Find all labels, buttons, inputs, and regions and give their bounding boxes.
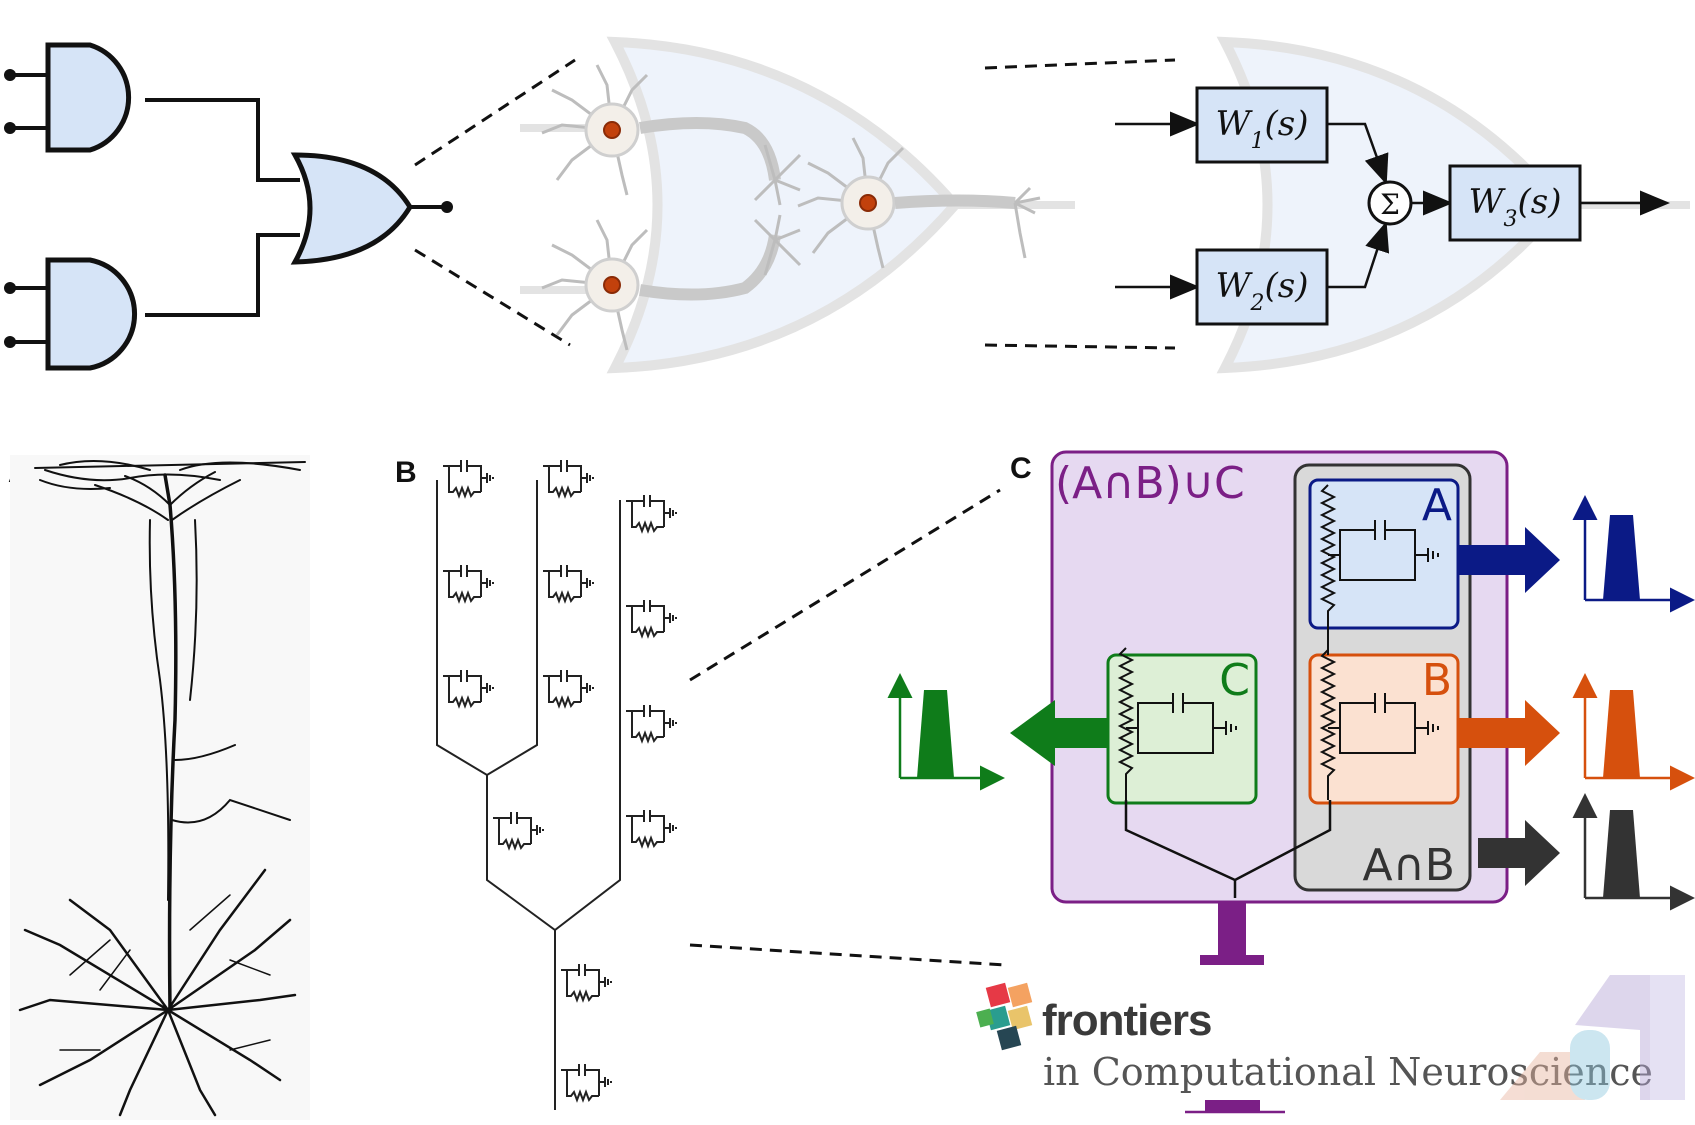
panel-c-tag: C (1010, 452, 1032, 485)
logic-circuit (4, 42, 576, 371)
logo-cubes-icon (976, 982, 1033, 1051)
w1-block (1195, 86, 1329, 164)
logo-journal: in Computational Neuroscience (1043, 1050, 1653, 1094)
arrow-b (1458, 700, 1560, 766)
arrow-ab (1478, 820, 1560, 886)
pulse-plot-b (1572, 673, 1695, 791)
w3-label: W3(s) (1469, 182, 1562, 232)
arrow-a (1458, 527, 1560, 593)
box-a-label: A (1422, 480, 1452, 531)
w1-label: W1(s) (1216, 104, 1309, 154)
transfer-function-gate: W1(s) W2(s) Σ W3(s) (1115, 36, 1690, 374)
neuron-drawing (18, 460, 306, 1117)
or-gate (290, 152, 453, 265)
logo-brand: frontiers (1042, 996, 1211, 1045)
panel-b: B (395, 456, 1006, 1110)
and-gate-top (4, 42, 132, 153)
and-gate-bottom (4, 257, 137, 371)
pulse-plot-union (1185, 1100, 1285, 1114)
neuron-2 (541, 214, 802, 351)
pulse-plot-c (887, 673, 1005, 791)
panel-b-tag: B (395, 456, 417, 489)
panel-a: A (8, 455, 310, 1120)
frontiers-logo: frontiers in Computational Neuroscience (976, 975, 1685, 1100)
neuron-1 (541, 64, 802, 206)
w2-label: W2(s) (1216, 266, 1309, 316)
box-c-label: C (1219, 655, 1250, 706)
w3-block (1448, 164, 1582, 242)
sum-symbol: Σ (1380, 188, 1400, 221)
intersection-label: A∩B (1363, 840, 1456, 891)
box-b-label: B (1422, 655, 1452, 706)
outer-set-label: (A∩B)∪C (1055, 458, 1245, 509)
panel-c: C (A∩B)∪C A∩B A B C (887, 450, 1695, 1114)
rc-cells (442, 459, 677, 1101)
neuron-gate (520, 36, 1176, 374)
arrow-c (1010, 700, 1108, 766)
neuron-3 (797, 137, 1041, 269)
logo-decoration (1500, 975, 1685, 1100)
cable-tree (436, 480, 621, 1110)
pulse-plot-a (1572, 495, 1695, 613)
pulse-plot-ab (1572, 793, 1695, 911)
